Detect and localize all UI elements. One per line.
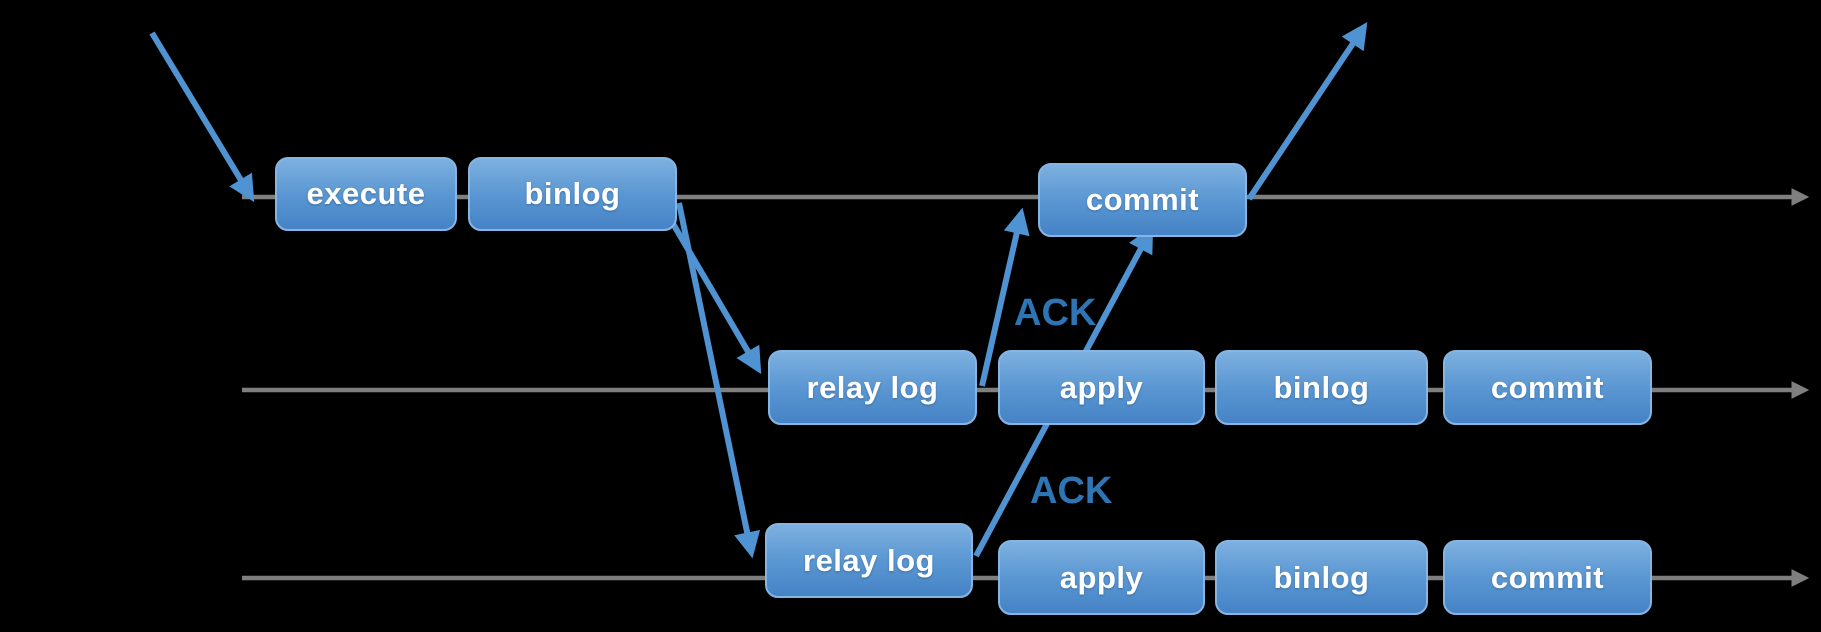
- node-replica2-apply: apply: [998, 540, 1205, 615]
- client-request-arrow: [149, 31, 255, 203]
- node-label: relay log: [806, 369, 939, 405]
- node-replica1-commit: commit: [1443, 350, 1652, 425]
- node-label: apply: [1059, 369, 1144, 405]
- node-label: relay log: [803, 542, 935, 578]
- node-label: binlog: [1273, 369, 1370, 405]
- node-master-commit: commit: [1038, 163, 1247, 237]
- node-replica2-relay-log: relay log: [765, 523, 973, 598]
- node-replica1-relay-log: relay log: [768, 350, 977, 425]
- binlog-to-replica1-relay-arrow: [669, 220, 762, 375]
- node-label: binlog: [524, 176, 621, 211]
- node-replica2-binlog: binlog: [1215, 540, 1428, 615]
- node-label: commit: [1490, 559, 1605, 595]
- binlog-to-replica2-relay-arrow: [676, 202, 761, 559]
- node-master-binlog: binlog: [468, 157, 677, 231]
- ack-label-2: ACK: [1030, 470, 1113, 512]
- node-master-execute: execute: [275, 157, 457, 231]
- commit-response-arrow: [1246, 21, 1368, 201]
- ack-label-1: ACK: [1014, 292, 1097, 334]
- replica1-ack-arrow: [979, 207, 1030, 387]
- node-label: binlog: [1273, 559, 1370, 595]
- node-label: commit: [1490, 369, 1605, 405]
- node-label: execute: [306, 176, 426, 211]
- node-replica2-commit: commit: [1443, 540, 1652, 615]
- arrow-group: [149, 21, 1368, 559]
- node-replica1-binlog: binlog: [1215, 350, 1428, 425]
- node-replica1-apply: apply: [998, 350, 1205, 425]
- node-label: commit: [1085, 182, 1200, 217]
- node-label: apply: [1059, 559, 1144, 595]
